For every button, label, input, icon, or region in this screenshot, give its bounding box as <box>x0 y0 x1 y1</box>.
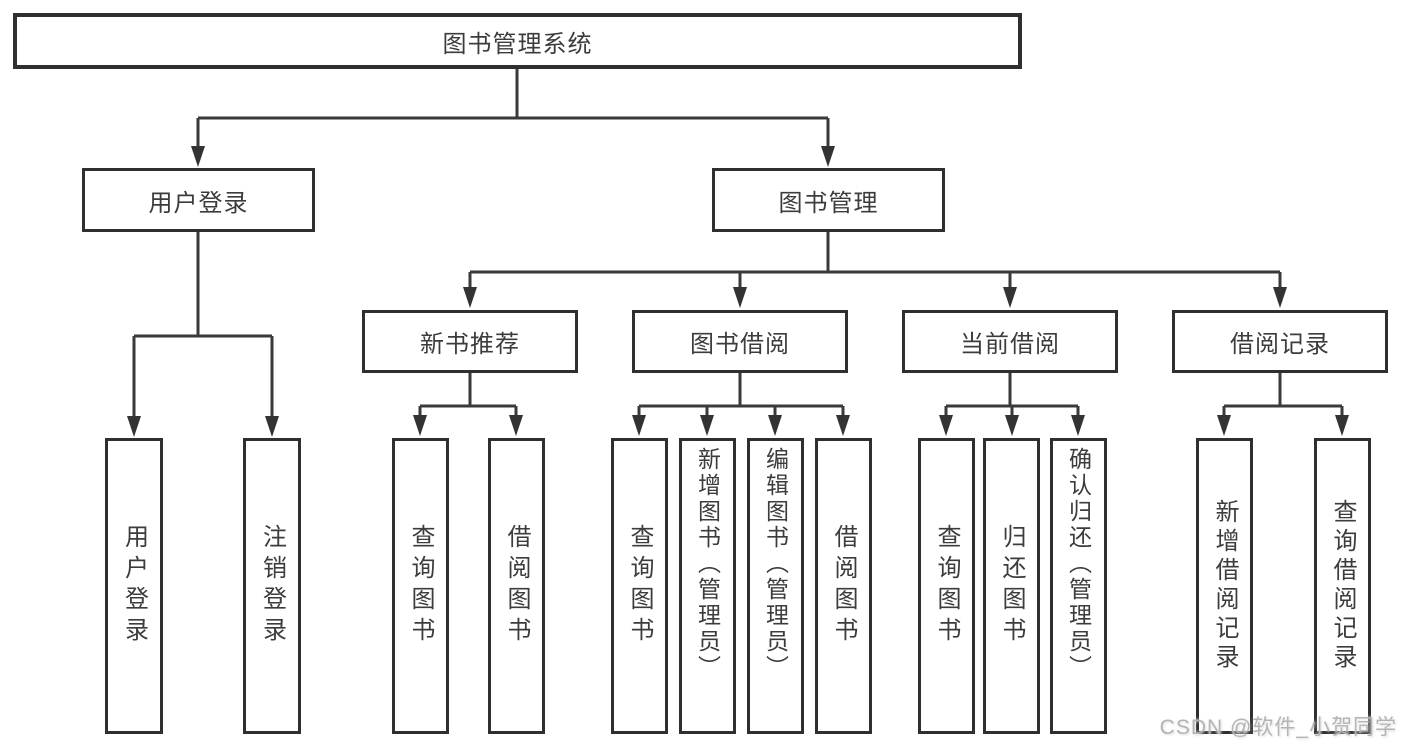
connector-borrow-records-group <box>1217 373 1349 436</box>
leaf-query-books-recommend: 查询图书 <box>392 438 449 734</box>
leaf-return-books: 归还图书 <box>983 438 1040 734</box>
leaf-query-books-current: 查询图书 <box>918 438 975 734</box>
connector-root-to-level2 <box>191 68 835 167</box>
leaf-confirm-return-admin: 确认归还（管理员） <box>1050 438 1107 734</box>
leaf-query-borrow-record: 查询借阅记录 <box>1314 438 1371 734</box>
connector-book-borrow-group <box>632 373 850 436</box>
leaf-borrow-books: 借阅图书 <box>815 438 872 734</box>
node-user-login: 用户登录 <box>82 168 315 232</box>
node-book-borrowing: 图书借阅 <box>632 310 848 373</box>
leaf-query-books-borrow: 查询图书 <box>611 438 668 734</box>
leaf-add-borrow-record: 新增借阅记录 <box>1196 438 1253 734</box>
leaf-user-login: 用户登录 <box>105 438 163 734</box>
node-current-borrowing: 当前借阅 <box>902 310 1118 373</box>
node-library-management-system: 图书管理系统 <box>13 13 1022 69</box>
leaf-logout: 注销登录 <box>243 438 301 734</box>
connector-book-management-group <box>463 232 1287 308</box>
leaf-edit-book-admin: 编辑图书（管理员） <box>747 438 804 734</box>
node-book-management: 图书管理 <box>712 168 945 232</box>
leaf-borrow-books-recommend: 借阅图书 <box>488 438 545 734</box>
connector-user-login-group <box>127 232 279 437</box>
leaf-add-book-admin: 新增图书（管理员） <box>679 438 736 734</box>
node-new-book-recommendation: 新书推荐 <box>362 310 578 373</box>
node-borrowing-records: 借阅记录 <box>1172 310 1388 373</box>
connector-current-borrow-group <box>939 373 1085 436</box>
connector-new-book-recommend-group <box>413 373 523 436</box>
watermark: CSDN @软件_小贺同学 <box>1159 716 1397 739</box>
